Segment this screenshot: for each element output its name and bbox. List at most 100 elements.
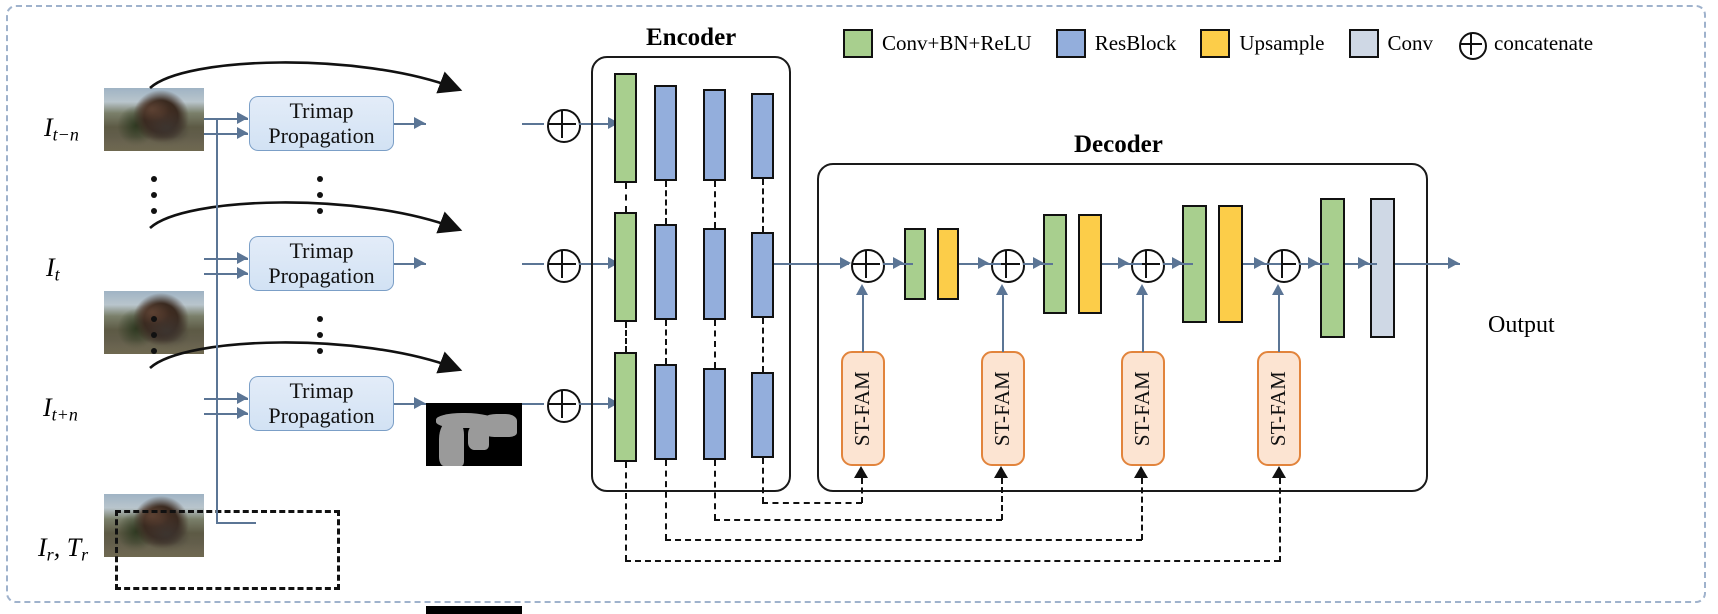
legend-swatch-resblock — [1055, 29, 1086, 58]
encoder-block-prev-col3 — [703, 89, 726, 181]
skip-rail-col3 — [714, 519, 1002, 521]
arrowhead-skip-stfam3 — [1134, 466, 1148, 478]
decoder-block-stage1-upsample — [937, 228, 959, 300]
line-module-to-trimap-curr — [394, 263, 426, 266]
skip-drop-col1 — [625, 462, 627, 561]
output-label: Output — [1488, 312, 1555, 338]
arrowhead-stage1-out — [978, 257, 989, 269]
skip-drop-col3 — [714, 460, 716, 520]
encoder-dashed-col3-b — [714, 320, 716, 368]
encoder-block-next-col3 — [703, 368, 726, 460]
reference-pair-group — [115, 510, 340, 590]
skip-rise-to-stfam2 — [1001, 478, 1003, 520]
encoder-block-curr-col2 — [654, 224, 677, 320]
trimap-module-line1-next: Trimap — [289, 377, 354, 403]
arrowhead-concat-to-encoder-prev — [608, 117, 619, 129]
st-fam-block-1[interactable]: ST-FAM — [841, 351, 885, 466]
arrowhead-tail-between — [1358, 257, 1369, 269]
concat-encoder-curr[interactable] — [547, 249, 581, 283]
legend-swatch-upsample — [1200, 29, 1231, 58]
arrowhead-stfam2-to-concat — [996, 284, 1008, 295]
arrow-line-prev-upper — [204, 118, 248, 121]
legend: Conv+BN+ReLU ResBlock Upsample Conv conc… — [843, 29, 1594, 60]
arrowhead-encoder-to-decoder — [840, 257, 851, 269]
encoder-block-curr-col1 — [614, 212, 637, 322]
arrow-line-curr-upper — [204, 258, 248, 261]
arrowhead-concat-to-encoder-curr — [608, 257, 619, 269]
reference-bus-horizontal — [216, 522, 256, 525]
st-fam-block-2[interactable]: ST-FAM — [981, 351, 1025, 466]
decoder-concat-stage-3[interactable] — [1131, 249, 1165, 283]
input-label-frame-curr: It — [46, 253, 60, 285]
concat-encoder-next[interactable] — [547, 389, 581, 423]
arrowhead-stage2-in — [1033, 257, 1044, 269]
arrowhead-module-to-trimap-curr — [414, 257, 425, 269]
decoder-block-stage2-upsample — [1078, 214, 1102, 314]
input-photo-frame-prev — [104, 88, 204, 151]
encoder-block-curr-col3 — [703, 228, 726, 320]
line-stfam4-to-concat — [1278, 290, 1281, 352]
arrowhead-next-upper — [237, 392, 248, 404]
decoder-block-tail-conv-bn-relu — [1320, 198, 1345, 338]
trimap-module-line2-next: Propagation — [268, 402, 375, 428]
decoder-group-box — [817, 163, 1428, 492]
line-module-to-trimap-prev — [394, 123, 426, 126]
arrow-line-next-lower — [204, 413, 248, 416]
arrowhead-curr-lower — [237, 267, 248, 279]
arrowhead-stage4-in — [1308, 257, 1319, 269]
arrow-line-prev-lower — [204, 133, 248, 136]
st-fam-label-3: ST-FAM — [1130, 370, 1155, 447]
arrowhead-curr-upper — [237, 252, 248, 264]
line-trimap-to-concat-next — [522, 403, 544, 406]
legend-label-conv-bn-relu: Conv+BN+ReLU — [882, 31, 1032, 55]
encoder-block-next-col1 — [614, 352, 637, 462]
decoder-concat-stage-4[interactable] — [1267, 249, 1301, 283]
skip-drop-col2 — [665, 460, 667, 540]
arrowhead-next-lower — [237, 407, 248, 419]
encoder-dashed-col4-b — [762, 318, 764, 372]
decoder-concat-stage-2[interactable] — [991, 249, 1025, 283]
propagated-trimap-curr — [426, 606, 522, 614]
concat-encoder-prev[interactable] — [547, 109, 581, 143]
line-concat-to-encoder-curr — [579, 263, 619, 266]
decoder-title: Decoder — [1074, 131, 1163, 158]
decoder-concat-stage-1[interactable] — [851, 249, 885, 283]
arrowhead-stage2-out — [1118, 257, 1129, 269]
legend-label-concatenate: concatenate — [1494, 31, 1594, 55]
arrowhead-skip-stfam2 — [994, 466, 1008, 478]
encoder-block-next-col2 — [654, 364, 677, 460]
arrowhead-prev-lower — [237, 127, 248, 139]
st-fam-block-3[interactable]: ST-FAM — [1121, 351, 1165, 466]
arrowhead-skip-stfam1 — [854, 466, 868, 478]
encoder-dashed-col3-a — [714, 181, 716, 228]
legend-icon-concatenate-circle-plus — [1459, 31, 1488, 60]
legend-label-conv: Conv — [1387, 31, 1434, 55]
outer-dashed-frame — [6, 5, 1706, 603]
ellipsis-frames-upper-left — [150, 176, 158, 214]
arrowhead-skip-stfam4 — [1272, 466, 1286, 478]
input-label-frame-next: It+n — [43, 393, 78, 425]
st-fam-block-4[interactable]: ST-FAM — [1257, 351, 1301, 466]
encoder-dashed-col1-b — [625, 322, 627, 352]
line-concat-to-encoder-next — [579, 403, 619, 406]
encoder-block-prev-col1 — [614, 73, 637, 183]
arrowhead-stfam1-to-concat — [856, 284, 868, 295]
input-label-reference: Ir, Tr — [38, 533, 89, 565]
arrowhead-tail-to-output — [1448, 257, 1459, 269]
legend-label-resblock: ResBlock — [1094, 31, 1177, 55]
encoder-dashed-col1-a — [625, 183, 627, 212]
arrow-line-curr-lower — [204, 273, 248, 276]
arrowhead-module-to-trimap-next — [414, 397, 425, 409]
arrowhead-module-to-trimap-prev — [414, 117, 425, 129]
arrowhead-stfam4-to-concat — [1272, 284, 1284, 295]
propagated-trimap-prev — [426, 403, 522, 466]
legend-swatch-conv-bn-relu — [843, 29, 873, 58]
line-module-to-trimap-next — [394, 403, 426, 406]
arrowhead-concat-to-encoder-next — [608, 397, 619, 409]
encoder-block-next-col4 — [751, 372, 774, 458]
trimap-module-line2-curr: Propagation — [268, 262, 375, 288]
